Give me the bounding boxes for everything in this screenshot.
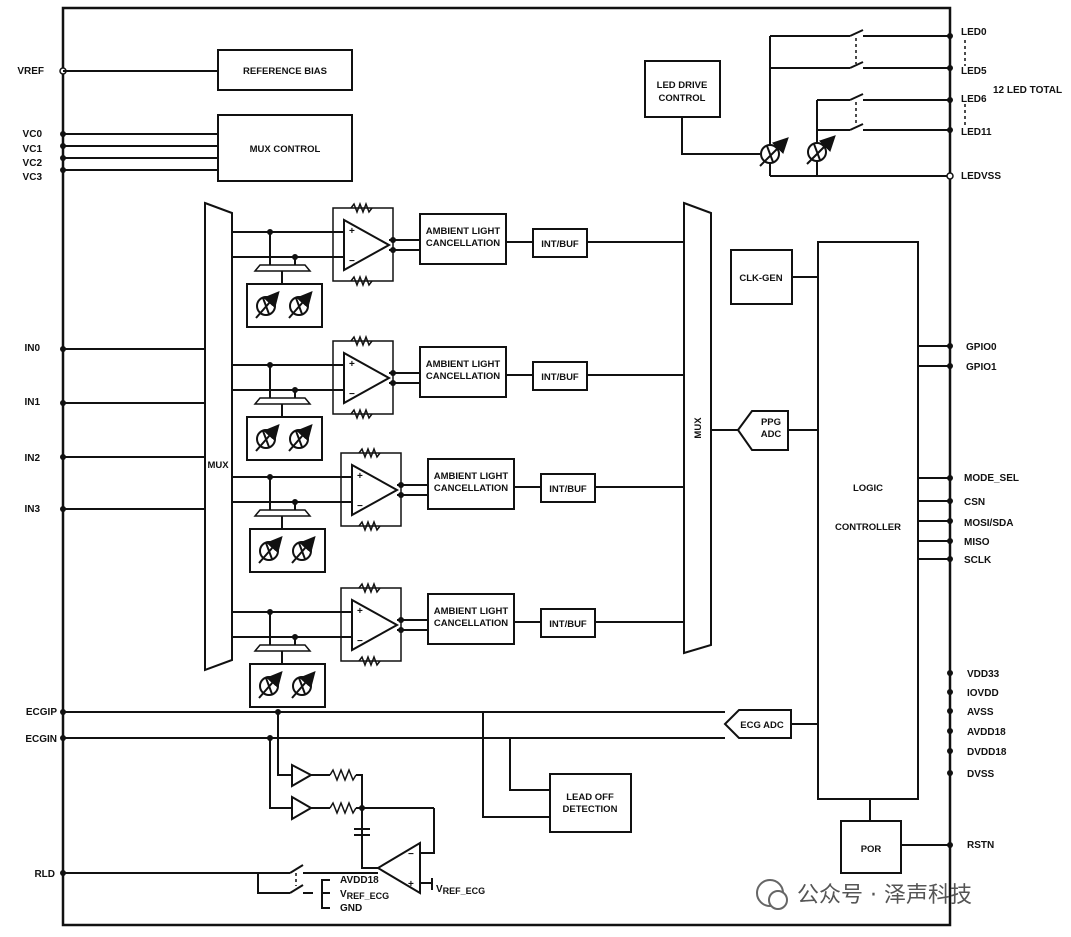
pin-label-ecgin: ECGIN <box>25 734 57 745</box>
rld-gnd-label: GND <box>340 903 362 914</box>
pin-label-vc3: VC3 <box>23 172 43 183</box>
alc-label-line1: AMBIENT LIGHT <box>426 226 501 237</box>
output-mux: MUX <box>683 201 712 655</box>
rld-amp-plus: + <box>408 879 414 890</box>
alc-label-line1: AMBIENT LIGHT <box>434 471 509 482</box>
pin-label-avdd18: AVDD18 <box>967 727 1006 738</box>
pin-label-gpio1: GPIO1 <box>966 362 997 373</box>
lead-off-label-1: LEAD OFF <box>566 792 614 803</box>
alc-label-line2: CANCELLATION <box>426 371 500 382</box>
led-drive-control-label-2: CONTROL <box>659 93 706 104</box>
pin-label-csn: CSN <box>964 497 985 508</box>
int-buf-label: INT/BUF <box>541 372 579 383</box>
pin-label-vref: VREF <box>17 66 44 77</box>
opamp-plus-sign: + <box>357 471 363 482</box>
pin-label-mosi-sda: MOSI/SDA <box>964 518 1013 529</box>
output-mux-label: MUX <box>693 417 704 439</box>
pin-label-in2: IN2 <box>24 453 40 464</box>
rld-avdd18-label: AVDD18 <box>340 875 379 886</box>
pin-label-vc0: VC0 <box>23 129 43 140</box>
pin-label-in1: IN1 <box>24 397 40 408</box>
opamp-minus-sign: − <box>357 636 363 647</box>
pin-label-rstn: RSTN <box>967 840 994 851</box>
input-mux-label: MUX <box>207 460 229 471</box>
left-pins: VREF VC0 VC1 VC2 VC3 IN0 IN1 IN2 IN3 ECG… <box>17 66 67 880</box>
pin-label-led11: LED11 <box>961 127 992 138</box>
led-drive-control-label-1: LED DRIVE <box>657 80 708 91</box>
mux-control-block: MUX CONTROL <box>63 114 353 182</box>
chip-outline <box>61 6 952 927</box>
watermark: 公众号 · 泽声科技 <box>756 879 972 910</box>
logic-controller-block: LOGIC CONTROLLER <box>817 241 919 800</box>
pin-label-mode-sel: MODE_SEL <box>964 473 1019 484</box>
int-buf-label: INT/BUF <box>549 484 587 495</box>
rld-vref-ecg-label: VREF_ECG <box>340 889 389 901</box>
led-drive-section: LED DRIVE CONTROL 12 LED TOTAL <box>644 29 1062 177</box>
opamp-plus-sign: + <box>357 606 363 617</box>
clk-gen-label: CLK-GEN <box>739 273 782 284</box>
input-mux: MUX <box>63 201 233 672</box>
opamp-plus-sign: + <box>349 226 355 237</box>
mux-control-label: MUX CONTROL <box>250 144 321 155</box>
rld-amp-minus: − <box>408 849 414 860</box>
watermark-text: 公众号 · 泽声科技 <box>797 883 972 908</box>
ppg-adc-label-1: PPG <box>761 417 781 428</box>
alc-label-line2: CANCELLATION <box>434 483 508 494</box>
pin-label-led6: LED6 <box>961 94 987 105</box>
opamp-minus-sign: − <box>349 389 355 400</box>
reference-bias-label: REFERENCE BIAS <box>243 66 327 77</box>
pin-label-led5: LED5 <box>961 66 987 77</box>
pin-label-rld: RLD <box>34 869 55 880</box>
opamp-vref-label: VREF_ECG <box>436 884 485 896</box>
pin-label-ecgip: ECGIP <box>26 707 57 718</box>
alc-label-line1: AMBIENT LIGHT <box>434 606 509 617</box>
ecg-adc-label: ECG ADC <box>740 720 784 731</box>
alc-label-line1: AMBIENT LIGHT <box>426 359 501 370</box>
lead-off-label-2: DETECTION <box>563 804 618 815</box>
logic-controller-label-1: LOGIC <box>853 483 883 494</box>
pin-label-vc2: VC2 <box>23 158 43 169</box>
int-buf-label: INT/BUF <box>541 239 579 250</box>
ppg-adc-block: PPG ADC <box>711 410 818 451</box>
pin-label-dvss: DVSS <box>967 769 995 780</box>
opamp-minus-sign: − <box>357 501 363 512</box>
pin-label-miso: MISO <box>964 537 990 548</box>
clk-gen-block: CLK-GEN <box>730 249 818 305</box>
pin-label-gpio0: GPIO0 <box>966 342 997 353</box>
pin-label-avss: AVSS <box>967 707 994 718</box>
pin-label-vc1: VC1 <box>23 144 43 155</box>
pin-label-vdd33: VDD33 <box>967 669 1000 680</box>
alc-label-line2: CANCELLATION <box>426 238 500 249</box>
pin-label-led0: LED0 <box>961 27 987 38</box>
right-pins: LED0 LED5 LED6 LED11 LEDVSS GPIO0 GPIO1 … <box>918 27 1019 851</box>
pin-label-ledvss: LEDVSS <box>961 171 1001 182</box>
logic-controller-label-2: CONTROLLER <box>835 522 901 533</box>
pin-label-in3: IN3 <box>24 504 40 515</box>
por-block: POR <box>840 799 950 874</box>
reference-bias-block: REFERENCE BIAS <box>63 49 353 91</box>
opamp-plus-sign: + <box>349 359 355 370</box>
ppg-adc-label-2: ADC <box>761 429 782 440</box>
led-total-note: 12 LED TOTAL <box>993 85 1062 96</box>
por-label: POR <box>861 844 882 855</box>
opamp-minus-sign: − <box>349 256 355 267</box>
pin-label-sclk: SCLK <box>964 555 992 566</box>
int-buf-label: INT/BUF <box>549 619 587 630</box>
pin-label-in0: IN0 <box>24 343 40 354</box>
pin-label-iovdd: IOVDD <box>967 688 999 699</box>
pin-label-dvdd18: DVDD18 <box>967 747 1007 758</box>
alc-label-line2: CANCELLATION <box>434 618 508 629</box>
ecg-section: ECG ADC LEAD OFF DETECTION − + VREF_ECG <box>63 709 818 914</box>
